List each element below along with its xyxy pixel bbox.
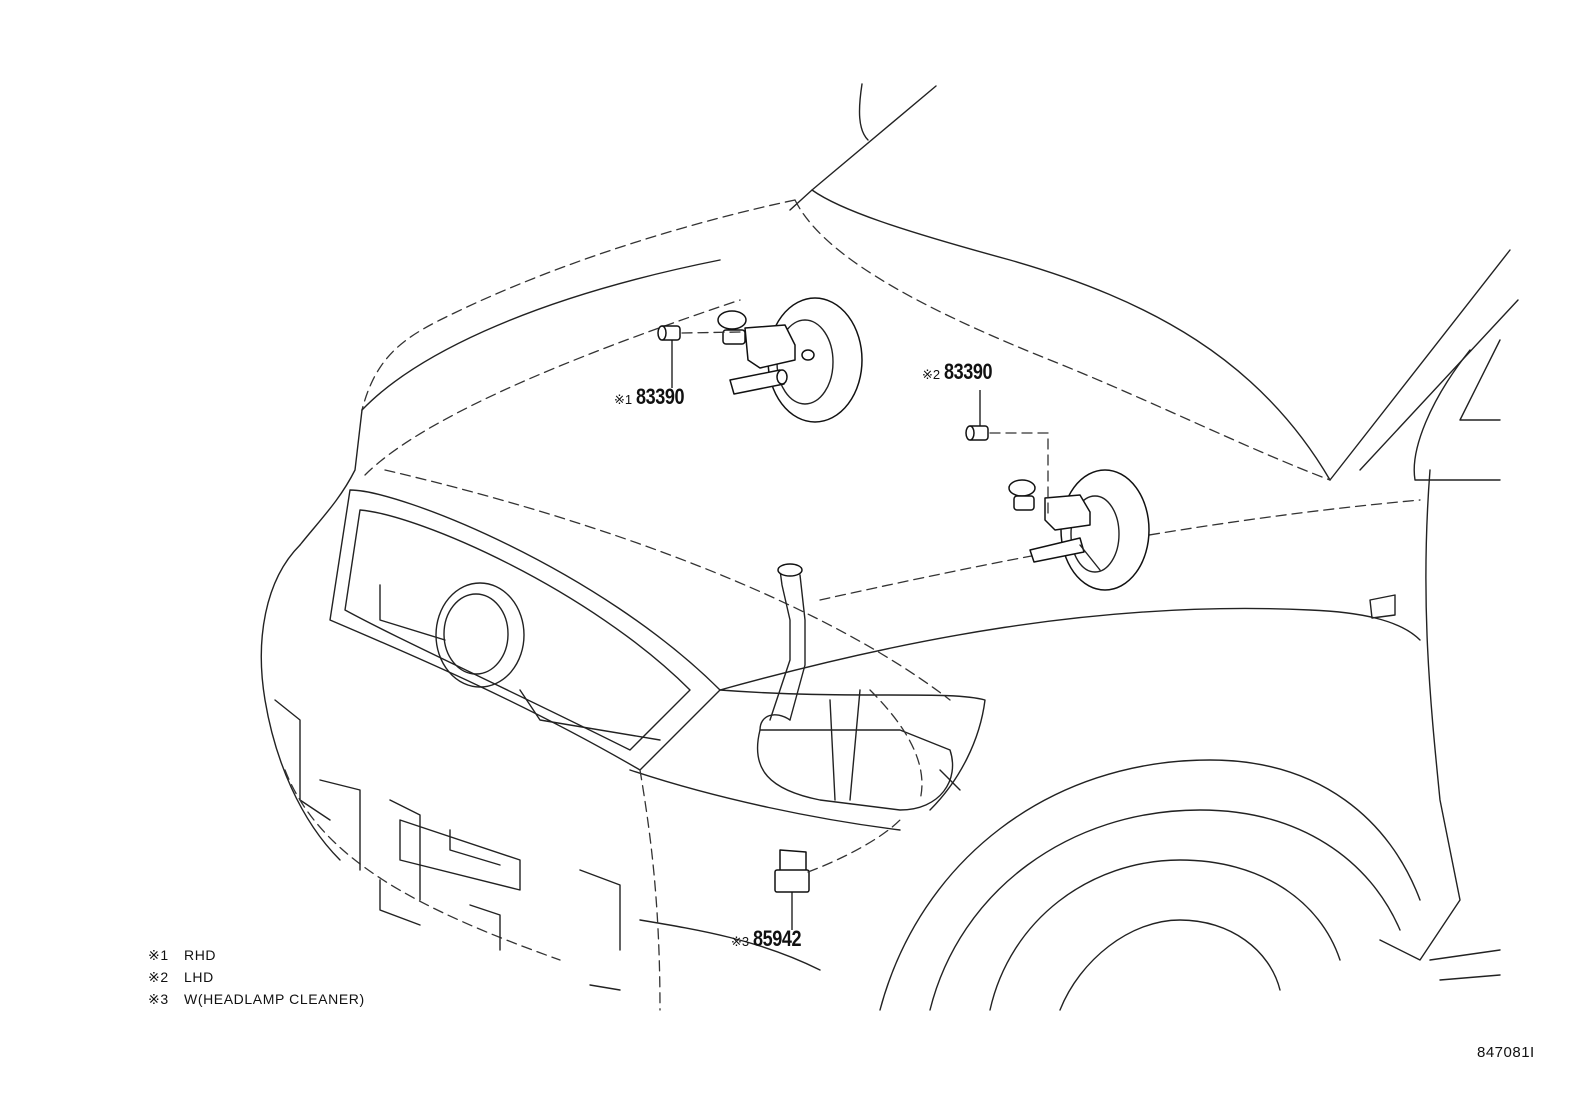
legend-marker: ※1: [148, 947, 169, 963]
legend-marker: ※3: [148, 991, 169, 1007]
front-bumper-outline: [260, 544, 901, 1011]
callout-marker: ※3: [731, 934, 750, 949]
legend: ※1 RHD ※2 LHD ※3 W(HEADLAMP CLEANER): [148, 944, 365, 1010]
legend-row: ※3 W(HEADLAMP CLEANER): [148, 988, 365, 1010]
fender-and-wheel-outline: [719, 339, 1501, 1011]
legend-row: ※1 RHD: [148, 944, 365, 966]
legend-text: W(HEADLAMP CLEANER): [184, 991, 365, 1007]
hood-outline: [299, 199, 1331, 701]
brake-booster-rhd: [717, 297, 863, 423]
windshield-outline: [789, 83, 1519, 481]
callout-marker: ※1: [614, 392, 633, 407]
washer-tank-outline: [756, 563, 961, 811]
part-number: 83390: [944, 359, 993, 384]
switch-83390-rhd: [657, 325, 741, 388]
figure-id: 847081I: [1477, 1044, 1535, 1061]
brake-booster-lhd: [1008, 469, 1150, 591]
part-number: 83390: [636, 384, 685, 409]
legend-marker: ※2: [148, 969, 169, 985]
switch-83390-lhd: [965, 390, 1049, 516]
grille-outline: [329, 489, 986, 811]
legend-text: LHD: [184, 969, 214, 985]
legend-text: RHD: [184, 947, 217, 963]
callout-marker: ※2: [922, 367, 941, 382]
legend-row: ※2 LHD: [148, 966, 365, 988]
relay-85942: [774, 819, 901, 930]
part-number: 85942: [753, 926, 802, 951]
